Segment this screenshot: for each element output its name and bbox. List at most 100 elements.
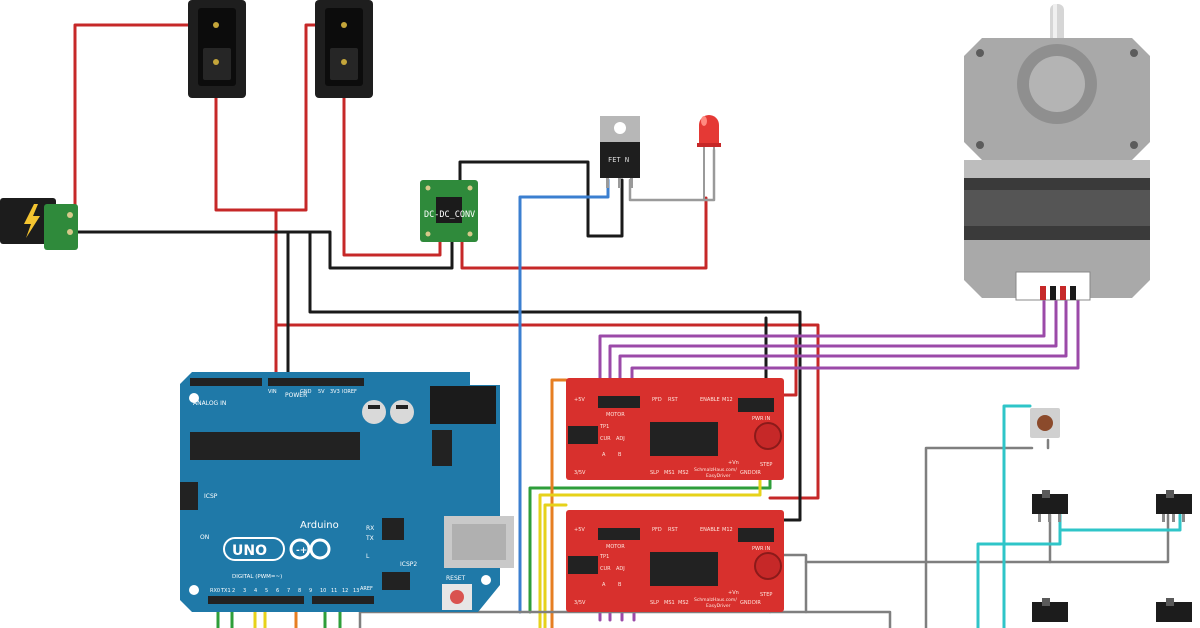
driver1-ms1-label: MS1 [664, 470, 675, 476]
driver2-brand-line2: EasyDriver [706, 603, 731, 609]
atmega-chip [190, 432, 360, 460]
red-wire-vin-to-drivers [274, 323, 820, 500]
voltage-regulator [432, 430, 452, 466]
red-wire-switch1-down [214, 68, 278, 382]
driver2-cur-label: CUR [600, 566, 611, 572]
arduino-pin-label: TX1 [220, 588, 231, 594]
orange-wire-dir1 [550, 378, 568, 628]
power-label: POWER [285, 392, 307, 399]
red-wire-barrel-to-switch1 [73, 23, 214, 224]
black-wire-gnd-drivers [308, 230, 802, 522]
gray-wire-driver-right [358, 553, 808, 628]
arduino-dc-jack [430, 386, 496, 424]
yellow-wire-driver2 [543, 503, 568, 628]
driver1-slp-label: SLP [650, 470, 659, 476]
driver1-vn-label: +Vn [728, 460, 739, 466]
driver1-motor-label: MOTOR [606, 412, 625, 418]
arduino-pin-label: 7 [287, 588, 290, 594]
black-wire-converter-to-fet [458, 160, 624, 238]
arduino-brand: Arduino [300, 520, 339, 531]
on-label: ON [200, 534, 209, 541]
driver2-pfd-label: PFD [652, 527, 662, 533]
driver1-chip [650, 422, 718, 456]
driver2-5v-label: +5V [574, 527, 585, 533]
arduino-pin-label: 13 [353, 588, 359, 594]
driver1-pfd-label: PFD [652, 397, 662, 403]
arduino-pin-label: 5 [265, 588, 268, 594]
driver1-enable-label: ENABLE [700, 397, 720, 403]
easydriver-2: MOTOR PWR IN ENABLE M12 PFD RST TP1 CUR … [566, 510, 784, 612]
driver2-pwr-label: PWR IN [752, 546, 770, 552]
yellow-wire-dir1 [538, 476, 762, 628]
driver1-cur-label: CUR [600, 436, 611, 442]
push-button[interactable] [1030, 408, 1060, 438]
gray-wire-switch-row-2 [804, 610, 892, 628]
digital-header-1 [208, 596, 304, 604]
driver2-tp1-label: TP1 [599, 554, 609, 560]
gnd-label: GND [300, 389, 312, 395]
icsp-header [180, 482, 198, 510]
power-header [268, 378, 364, 386]
driver2-enable-label: ENABLE [700, 527, 720, 533]
driver1-ms2-label: MS2 [678, 470, 689, 476]
mosfet-label: FET N [608, 156, 629, 164]
uno-logo-box [223, 537, 285, 561]
driver1-brand-line1: SchmalzHaus.com/ [694, 467, 737, 473]
driver2-pot[interactable] [754, 552, 782, 580]
lightning-icon [24, 204, 40, 238]
pin-3v3-label: 3V3 [330, 389, 340, 395]
driver2-slp-label: SLP [650, 600, 659, 606]
arduino-uno: POWER ANALOG IN VIN GND 5V 3V3 IOREF ICS… [180, 372, 514, 612]
cyan-wire-switch-right [1058, 513, 1182, 532]
driver2-brand-line1: SchmalzHaus.com/ [694, 597, 737, 603]
driver1-m12-label: M12 [722, 397, 733, 403]
arduino-pin-label: 4 [254, 588, 257, 594]
aref-label: AREF [360, 586, 373, 592]
red-led [697, 115, 721, 199]
arduino-pin-label: 8 [298, 588, 301, 594]
ioref-label: IOREF [342, 389, 357, 395]
driver2-vn-label: +Vn [728, 590, 739, 596]
red-wire-switch2-to-converter [342, 68, 442, 257]
black-wire-barrel-gnd [73, 230, 454, 270]
slide-switch-3[interactable] [1032, 598, 1068, 622]
capacitor-1 [362, 400, 386, 424]
cyan-wire-button [1002, 404, 1032, 628]
tx-label: TX [365, 535, 374, 542]
driver1-pwr-label: PWR IN [752, 416, 770, 422]
converter-label: DC-DC_CONV [424, 210, 475, 220]
slide-switch-1[interactable] [1032, 490, 1068, 522]
gray-wire-button [924, 446, 1034, 628]
driver2-motor-label: MOTOR [606, 544, 625, 550]
slide-switch-2[interactable] [1156, 490, 1192, 522]
arduino-pin-label: 6 [276, 588, 279, 594]
icsp2-label: ICSP2 [400, 561, 417, 568]
digital-label: DIGITAL (PWM=~) [232, 574, 282, 580]
slide-switch-4[interactable] [1156, 598, 1192, 622]
arduino-infinity-icon [289, 538, 331, 560]
dc-dc-converter: DC-DC_CONV [420, 180, 478, 242]
rx-label: RX [366, 525, 374, 532]
arduino-pin-label: 3 [243, 588, 246, 594]
arduino-pin-label: 9 [309, 588, 312, 594]
l-label: L [366, 553, 370, 560]
driver1-pot[interactable] [754, 422, 782, 450]
driver1-dir-label: DIR [752, 470, 761, 476]
purple-wire-motor-2 [608, 298, 1058, 402]
driver1-adj-label: ADJ [616, 436, 625, 442]
rocker-switch-2[interactable] [315, 0, 373, 98]
analog-header [190, 378, 262, 386]
rocker-switch-1[interactable] [188, 0, 246, 98]
purple-wire-motor-1 [598, 298, 1046, 402]
driver2-m12-label: M12 [722, 527, 733, 533]
green-wire-step1 [528, 476, 772, 614]
icsp2-header [382, 572, 410, 590]
easydriver-1: MOTOR PWR IN ENABLE M12 PFD RST TP1 CUR … [566, 378, 784, 480]
reset-label: RESET [446, 575, 466, 582]
gray-wire-fet-to-led [628, 148, 716, 202]
arduino-pin-label: 2 [232, 588, 235, 594]
driver1-coil-a-label: A [602, 452, 606, 458]
arduino-pin-label: 12 [342, 588, 348, 594]
